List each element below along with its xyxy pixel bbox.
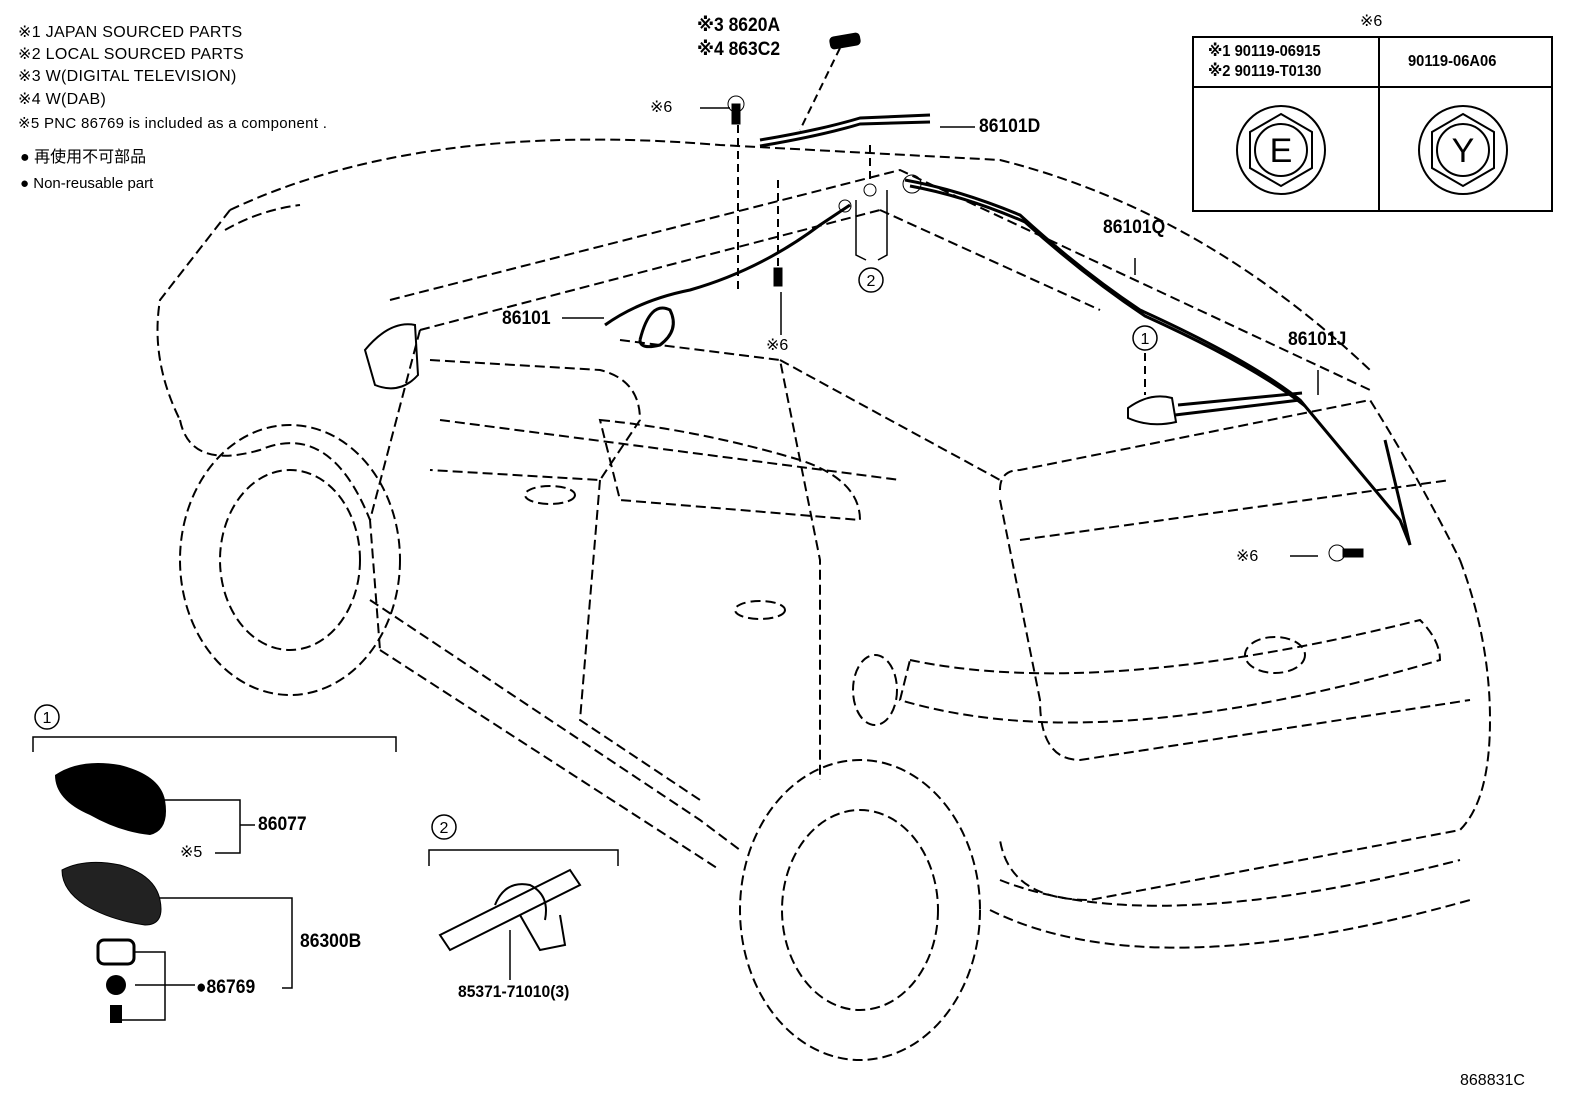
table-header-mark: ※6 [1360,13,1383,30]
screw-icon [110,1005,122,1023]
note-3: ※3 W(DIGITAL TELEVISION) [18,68,237,85]
table-col1-line1: ※1 90119-06915 [1208,43,1321,60]
illustration-code: 868831C [1460,1072,1525,1089]
clamp-85371-icon [438,868,582,952]
table-col1-line2: ※2 90119-T0130 [1208,63,1322,80]
harness-connectors [727,32,1364,562]
antenna-cover-86077-icon [55,762,166,835]
detail-2-num: 2 [440,820,449,837]
leader-lines [562,107,1319,557]
legend-jp: ● 再使用不可部品 [20,149,147,166]
note-4: ※4 W(DAB) [18,91,107,108]
label-86077: 86077 [258,814,307,835]
bolt-y-icon [1418,105,1508,195]
callout-2-num: 2 [867,273,876,290]
antenna-base-86300b-icon [61,861,162,926]
note-2: ※2 LOCAL SOURCED PARTS [18,46,244,63]
label-86101d: 86101D [979,116,1041,137]
side-mirror [363,323,420,390]
note-5: ※5 PNC 86769 is included as a component … [18,115,328,132]
bolt-symbols: E Y [1236,105,1508,195]
label-8620a: ※3 8620A [697,15,781,36]
label-86101j: 86101J [1288,329,1347,350]
callout-circles [858,267,1158,351]
label-86300b: 86300B [300,931,362,952]
roof-antenna-icon [1127,395,1178,426]
label-ref6-top: ※6 [650,99,673,116]
detail-2-bracket [428,814,619,980]
bolt-e-letter: E [1270,132,1293,170]
wire-harness [604,113,1412,546]
detail-1-num: 1 [43,710,52,727]
detail-1-bracket [32,704,397,1021]
label-ref6-rear: ※6 [1236,548,1259,565]
bolt-e-icon [1236,105,1326,195]
fastener-table: ※1 90119-06915 ※2 90119-T0130 90119-06A0… [1192,36,1553,212]
table-col2-pn: 90119-06A06 [1408,53,1497,70]
callout-1-num: 1 [1141,331,1150,348]
vehicle-body-outline [156,138,1492,1061]
label-86769: ●86769 [196,977,256,998]
nut-icon [106,975,126,995]
label-note5-ref: ※5 [180,844,203,861]
legend-en: ● Non-reusable part [20,175,154,192]
label-86101: 86101 [502,308,551,329]
detail-1-parts [55,762,166,1023]
note-1: ※1 JAPAN SOURCED PARTS [18,24,243,41]
bolt-y-letter: Y [1452,132,1475,170]
leader-lines-dashed [737,47,1146,395]
label-85371: 85371-71010(3) [458,982,570,1001]
label-ref6-mid: ※6 [766,337,789,354]
gasket-icon [96,938,136,966]
label-863c2: ※4 863C2 [697,39,781,60]
label-86101q: 86101Q [1103,217,1166,238]
